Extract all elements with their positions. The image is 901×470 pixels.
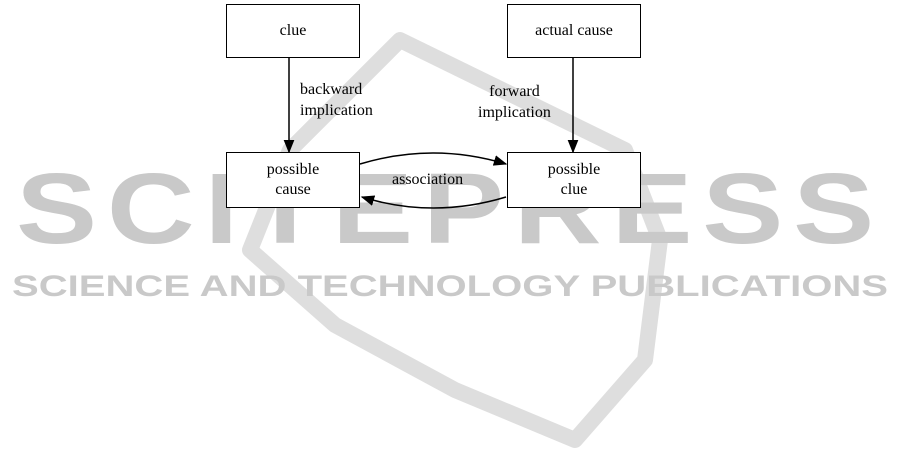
node-actual-cause: actual cause: [507, 4, 641, 58]
label-association: association: [392, 169, 463, 190]
node-clue-label: clue: [280, 21, 307, 41]
association-arrow-bottom: [362, 197, 506, 208]
node-possible-clue-line-2: clue: [561, 180, 588, 200]
label-backward-line-2: implication: [300, 100, 373, 121]
node-possible-clue-line-1: possible: [548, 160, 600, 180]
label-backward-implication: backward implication: [300, 79, 373, 121]
label-association-text: association: [392, 171, 463, 188]
node-possible-clue: possible clue: [507, 152, 641, 208]
label-forward-line-1: forward: [478, 81, 551, 102]
label-forward-implication: forward implication: [478, 81, 551, 123]
node-possible-cause-line-1: possible: [267, 160, 319, 180]
node-clue: clue: [226, 4, 360, 58]
node-possible-cause: possible cause: [226, 152, 360, 208]
association-arrow-top: [360, 153, 506, 164]
node-possible-cause-line-2: cause: [275, 180, 311, 200]
node-actual-cause-label: actual cause: [535, 21, 613, 41]
label-backward-line-1: backward: [300, 79, 373, 100]
label-forward-line-2: implication: [478, 102, 551, 123]
